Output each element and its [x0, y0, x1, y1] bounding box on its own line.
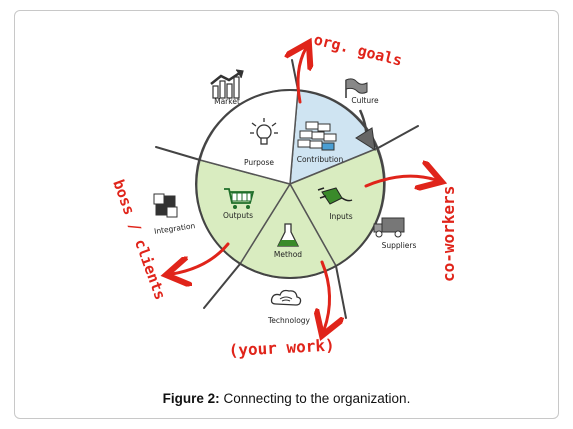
lightbulb-icon [250, 118, 278, 145]
technology-label: Technology [267, 316, 311, 325]
org-goals-annotation: org. goals [312, 30, 404, 69]
culture-label: Culture [351, 96, 379, 105]
caption-label: Figure 2: [162, 391, 220, 406]
purpose-label: Purpose [244, 158, 274, 167]
bricks-icon [297, 121, 337, 151]
puzzle-icon [153, 193, 178, 218]
cloud-icon [270, 289, 302, 306]
truck-icon [373, 217, 405, 238]
figure-caption: Figure 2: Connecting to the organization… [0, 391, 573, 406]
inputs-label: Inputs [329, 212, 352, 221]
your-work-annotation: (your work) [228, 335, 335, 360]
culture-arrow-icon [355, 109, 376, 151]
method-label: Method [274, 250, 302, 259]
integration-label: Integration [154, 221, 196, 236]
flag-icon [345, 78, 368, 98]
market-label: Market [214, 97, 240, 106]
annotation-arrows [172, 48, 436, 330]
flask-icon [276, 223, 300, 247]
outputs-label: Outputs [223, 211, 253, 220]
plug-icon [317, 187, 353, 205]
caption-text: Connecting to the organization. [219, 391, 411, 406]
market-icon [210, 69, 244, 99]
shopping-cart-icon [224, 188, 255, 209]
suppliers-label: Suppliers [382, 241, 417, 250]
co-workers-annotation: co-workers [439, 186, 458, 282]
contribution-label: Contribution [297, 155, 344, 164]
